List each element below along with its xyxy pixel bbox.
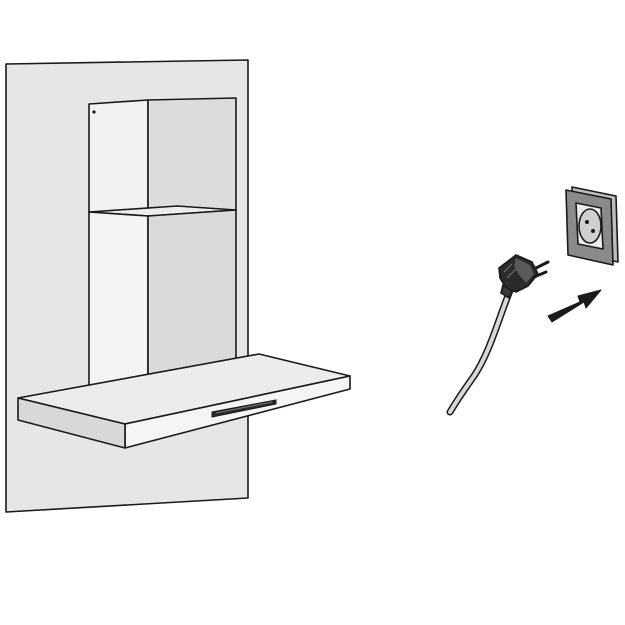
- hood-canopy-left: [17, 397, 126, 449]
- wall-socket: [565, 186, 619, 266]
- upper-chimney-side: [147, 97, 237, 217]
- upper-chimney-front: [88, 99, 149, 217]
- control-slot-highlight: [215, 401, 273, 414]
- power-plug: [498, 254, 550, 299]
- insert-arrow: [547, 289, 602, 323]
- power-cable-inner: [448, 286, 513, 414]
- lower-chimney-front: [88, 211, 149, 399]
- screw-mark: [92, 110, 96, 114]
